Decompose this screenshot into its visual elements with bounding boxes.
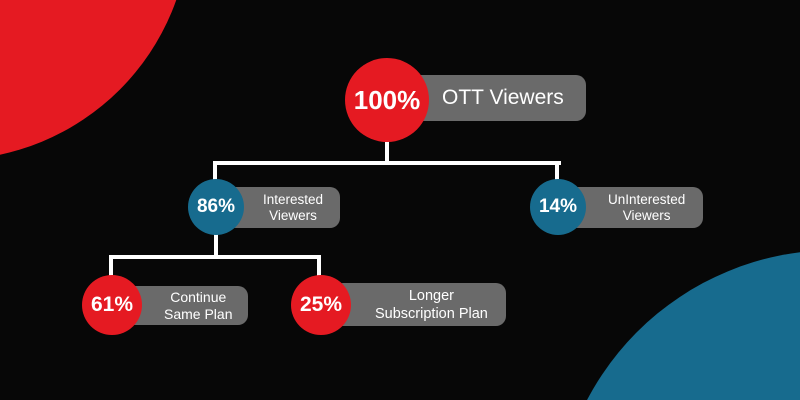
- node-longer-label: Longer Subscription Plan: [333, 283, 506, 326]
- connector-level2-horizontal: [109, 255, 321, 259]
- node-uninterested-label-line1: UnInterested: [608, 191, 686, 207]
- node-root-percent-circle: 100%: [345, 58, 429, 142]
- connector-to-uninterested: [555, 161, 559, 183]
- node-uninterested-percent: 14%: [538, 196, 578, 217]
- node-continue-label: Continue Same Plan: [124, 286, 249, 325]
- node-longer-percent: 25%: [299, 293, 343, 316]
- node-root-percent: 100%: [353, 84, 421, 115]
- connector-level1-horizontal: [213, 161, 561, 165]
- node-root-label-text: OTT Viewers: [442, 86, 564, 109]
- node-longer-percent-circle: 25%: [291, 275, 351, 335]
- node-continue-percent: 61%: [90, 293, 134, 316]
- node-continue-percent-circle: 61%: [82, 275, 142, 335]
- connector-root-down: [385, 138, 389, 164]
- node-continue-label-line2: Same Plan: [164, 305, 233, 322]
- node-interested-label-line2: Viewers: [269, 207, 317, 223]
- connector-to-interested: [213, 161, 217, 183]
- node-root-label: OTT Viewers: [408, 75, 586, 121]
- node-longer-label-line2: Subscription Plan: [375, 305, 488, 322]
- node-uninterested-label-line2: Viewers: [622, 207, 671, 223]
- node-interested-percent: 86%: [196, 196, 236, 217]
- node-interested-percent-circle: 86%: [188, 179, 244, 235]
- node-uninterested-percent-circle: 14%: [530, 179, 586, 235]
- connector-to-continue: [109, 255, 113, 279]
- node-interested-label-line1: Interested: [263, 191, 324, 207]
- node-interested-label: Interested Viewers: [226, 187, 341, 228]
- decor-red-circle: [0, 0, 190, 160]
- node-uninterested-label: UnInterested Viewers: [568, 187, 704, 228]
- node-continue-label-line1: Continue: [170, 288, 227, 305]
- node-longer-label-line1: Longer: [408, 287, 454, 304]
- connector-to-longer: [317, 255, 321, 279]
- decor-teal-circle: [555, 250, 800, 400]
- connector-interested-down: [214, 232, 218, 259]
